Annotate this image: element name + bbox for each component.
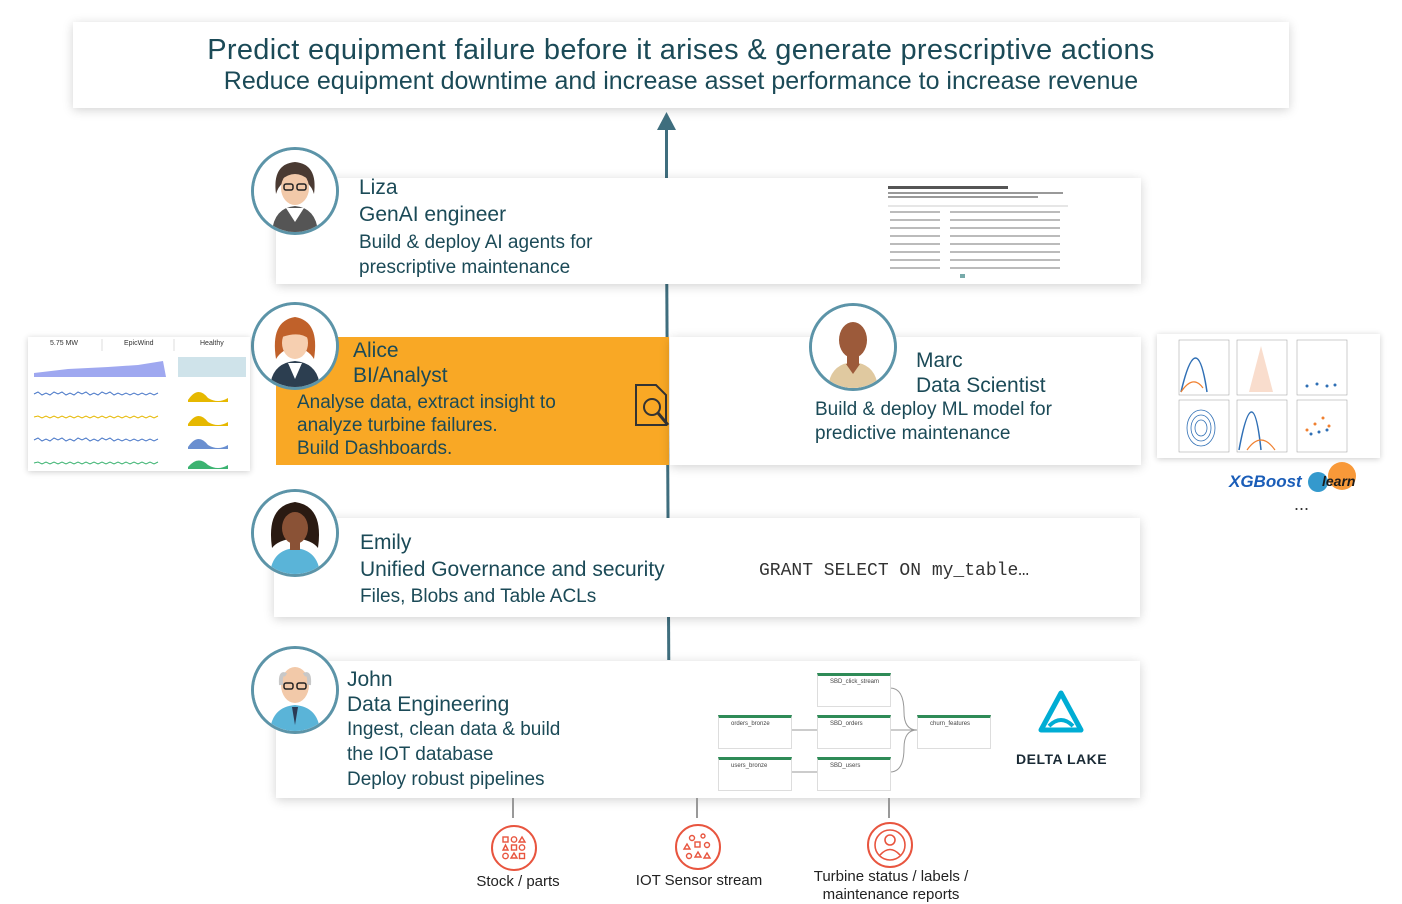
persona-card-liza: Liza GenAI engineer Build & deploy AI ag…: [276, 176, 1141, 284]
kpi-status: Healthy: [200, 340, 224, 347]
persona-name: Alice: [353, 339, 399, 362]
source-connector: [512, 798, 514, 818]
kpi-farm: EpicWind: [124, 340, 154, 347]
xgboost-logo: XGBoost: [1229, 472, 1302, 491]
persona-card-marc: Marc Data Scientist Build & deploy ML mo…: [670, 337, 1141, 465]
persona-desc: Files, Blobs and Table ACLs: [360, 586, 597, 607]
persona-name: Emily: [360, 531, 412, 554]
persona-card-alice: Alice BI/Analyst Analyse data, extract i…: [276, 337, 669, 465]
pipeline-node[interactable]: users_bronze: [718, 757, 792, 791]
john-avatar: [251, 646, 339, 734]
alice-avatar: [251, 302, 339, 390]
persona-role: Unified Governance and security: [360, 558, 665, 581]
delta-lake-label: DELTA LAKE: [1016, 751, 1108, 767]
grant-statement: GRANT SELECT ON my_table…: [759, 561, 1030, 581]
pipeline-node[interactable]: churn_features: [917, 715, 991, 749]
agent-results-table: [888, 186, 1068, 278]
marc-avatar: [809, 303, 897, 391]
persona-desc: Build & deploy AI agents for prescriptiv…: [359, 232, 593, 278]
delta-lake-logo-icon: [1038, 690, 1084, 733]
pairplot-thumbnail: [1157, 334, 1380, 458]
source-connector: [888, 798, 890, 818]
persona-name: John: [347, 668, 393, 691]
dashboard-thumbnail: 5.75 MW EpicWind Healthy: [28, 337, 250, 471]
flow-line: [665, 125, 668, 180]
persona-desc: Build & deploy ML model for predictive m…: [815, 399, 1052, 444]
pipeline-node[interactable]: SBD_orders: [817, 715, 891, 749]
kpi-power: 5.75 MW: [50, 340, 79, 347]
header-line2: Reduce equipment downtime and increase a…: [223, 67, 1139, 95]
source-label: Turbine status / labels / maintenance re…: [813, 868, 969, 903]
pipeline-node[interactable]: orders_bronze: [718, 715, 792, 749]
liza-avatar: [251, 147, 339, 235]
source-label: IOT Sensor stream: [635, 872, 763, 889]
source-label: Stock / parts: [476, 873, 560, 890]
shapes-icon: [491, 825, 537, 871]
sklearn-logo-icon: [1308, 462, 1356, 492]
persona-desc: Ingest, clean data & build the IOT datab…: [347, 719, 561, 790]
header-banner: Predict equipment failure before it aris…: [73, 22, 1289, 108]
persona-name: Marc: [916, 349, 963, 372]
header-line1: Predict equipment failure before it aris…: [207, 34, 1155, 66]
sensor-stream-icon: [675, 824, 721, 870]
more-libs: ...: [1294, 494, 1310, 514]
persona-name: Liza: [359, 176, 398, 199]
document-search-icon: [635, 384, 670, 426]
arrow-up-icon: [657, 112, 676, 130]
source-connector: [696, 798, 698, 818]
persona-role: BI/Analyst: [353, 364, 448, 387]
persona-role: Data Engineering: [347, 693, 510, 716]
persona-card-john: John Data Engineering Ingest, clean data…: [276, 661, 1140, 798]
sklearn-label: learn: [1322, 473, 1356, 489]
persona-role: GenAI engineer: [359, 203, 507, 226]
pipeline-node[interactable]: SBD_click_stream: [817, 673, 891, 707]
persona-role: Data Scientist: [916, 374, 1046, 397]
user-icon: [867, 822, 913, 868]
emily-avatar: [251, 489, 339, 577]
persona-desc: Analyse data, extract insight to analyze…: [297, 392, 556, 459]
pipeline-edges: [790, 687, 918, 773]
pipeline-node[interactable]: SBD_users: [817, 757, 891, 791]
persona-card-emily: Emily Unified Governance and security Fi…: [274, 518, 1140, 617]
